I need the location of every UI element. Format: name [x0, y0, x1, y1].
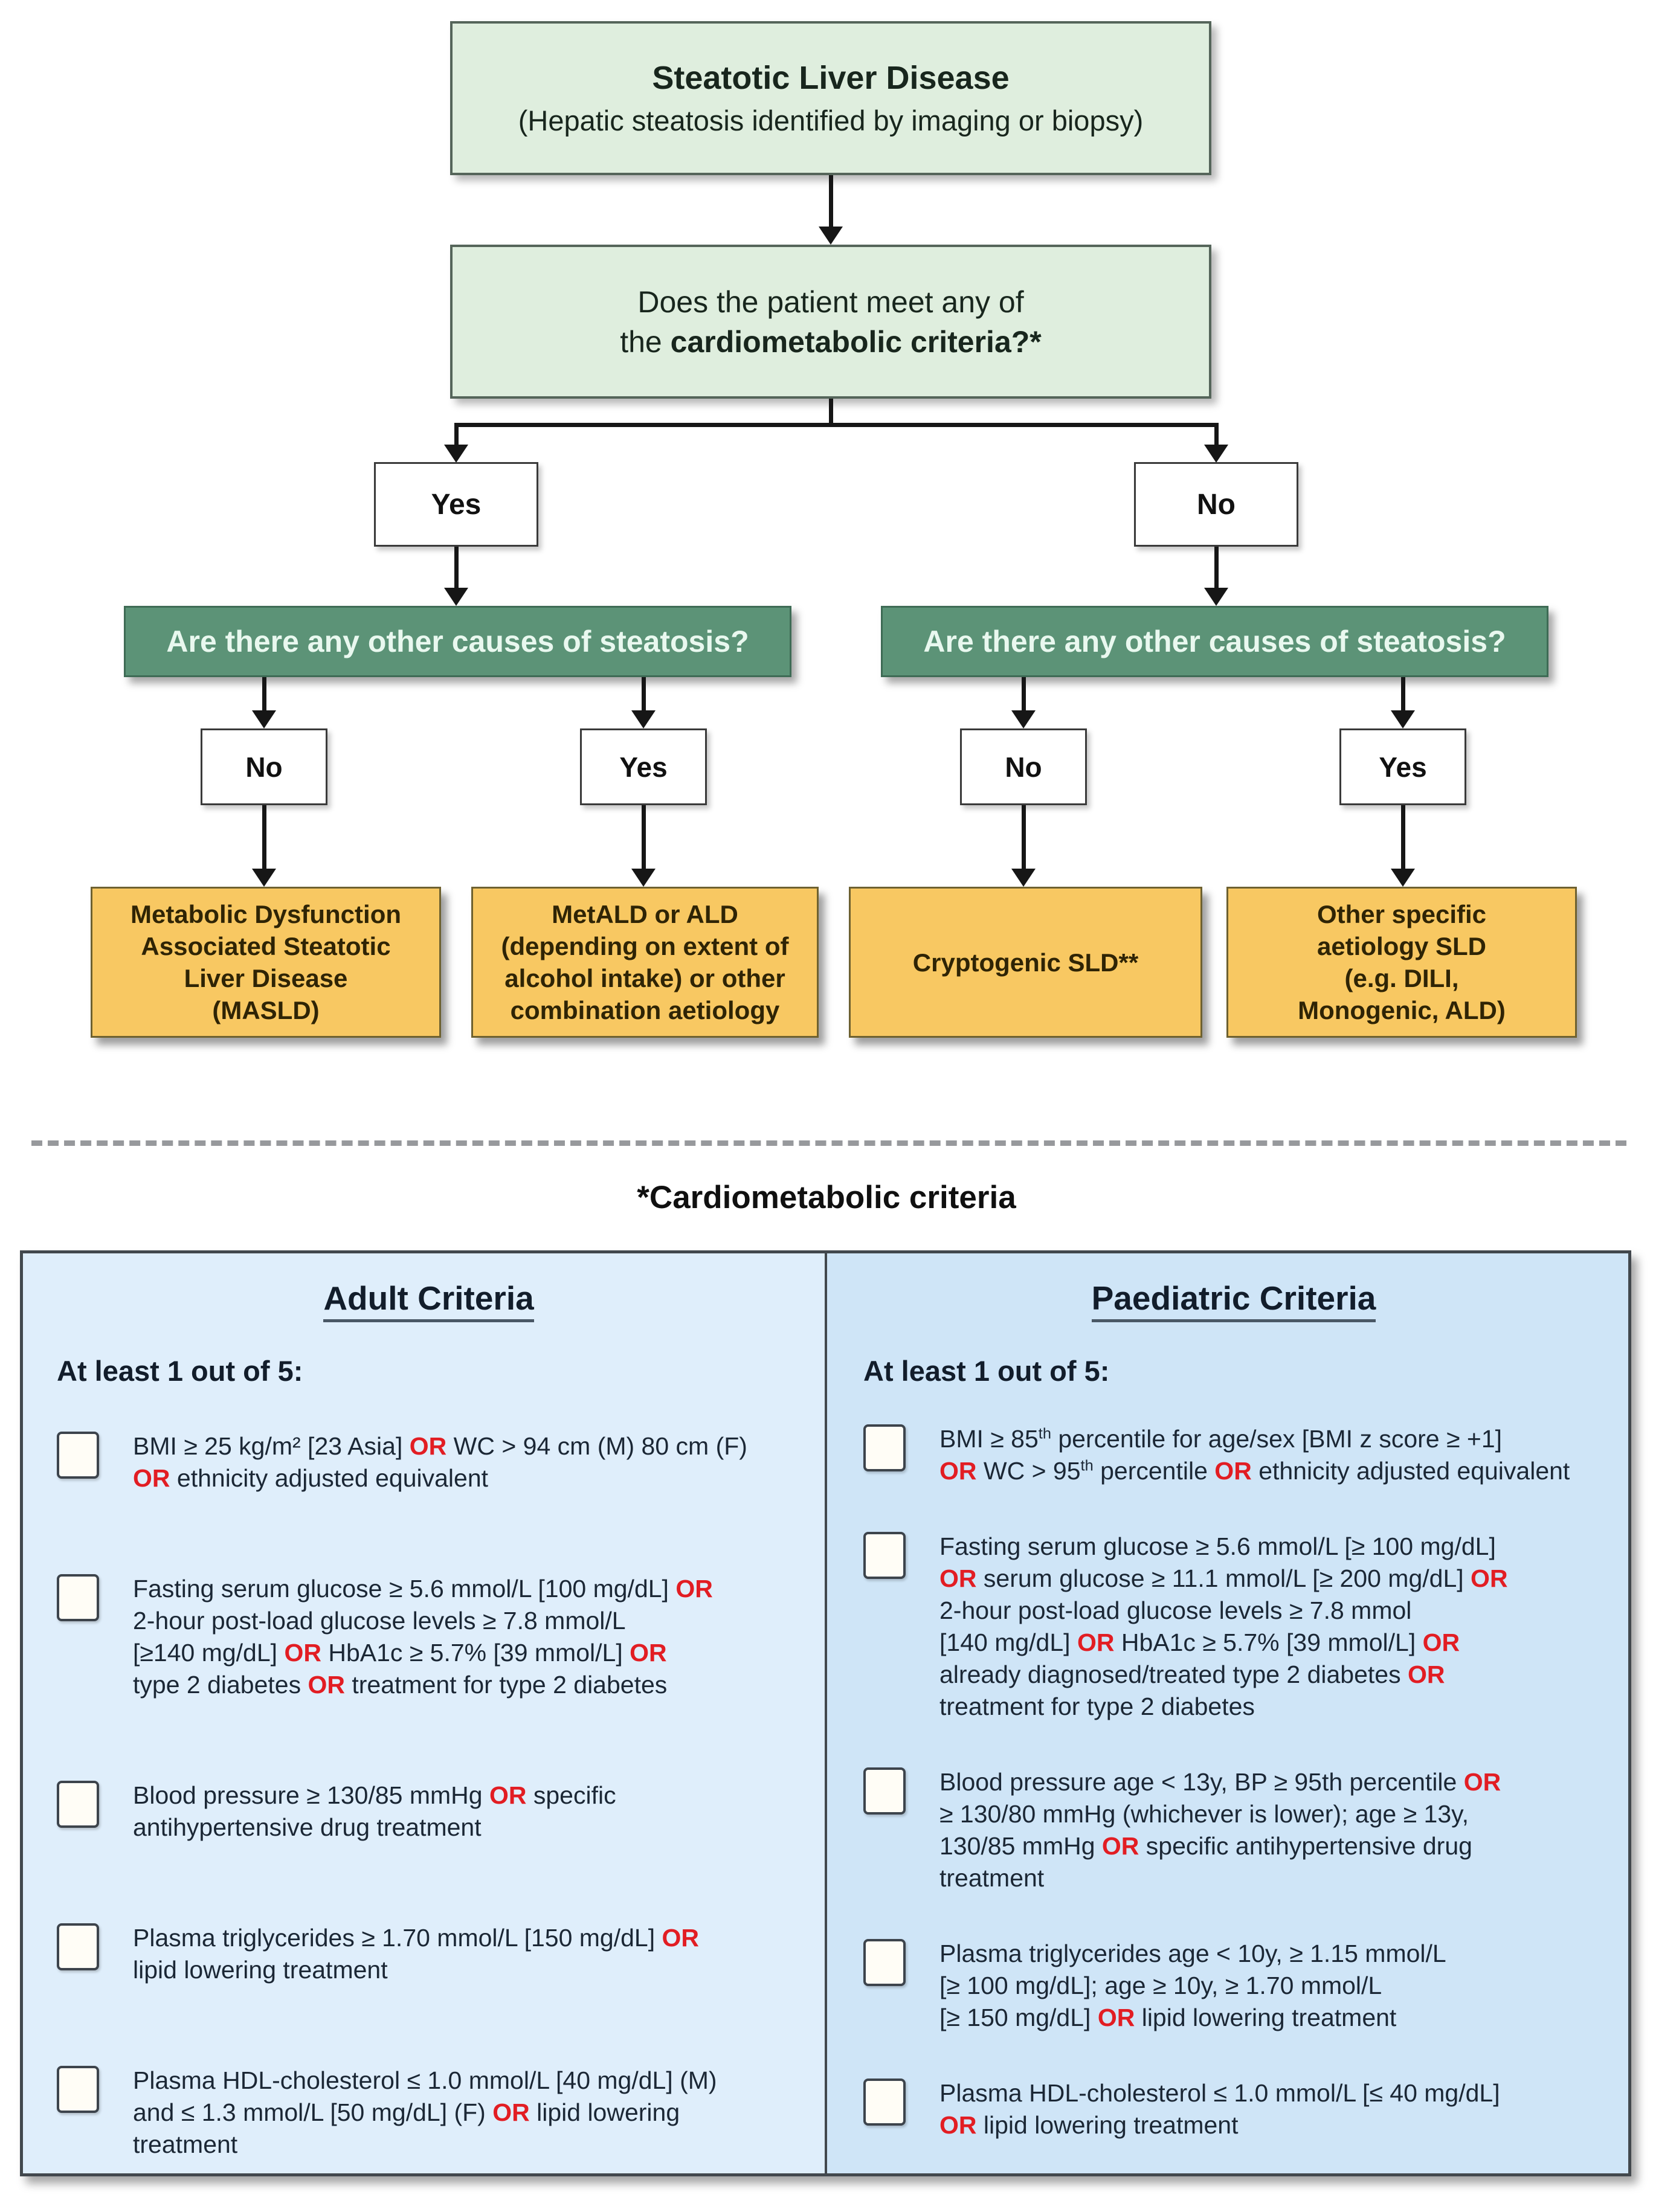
criteria-text: Plasma triglycerides age < 10y, ≥ 1.15 m…: [939, 1940, 1446, 2031]
other-causes-right-label: Are there any other causes of steatosis?: [923, 625, 1506, 658]
criteria-item: Blood pressure ≥ 130/85 mmHg OR specific…: [57, 1780, 801, 1844]
criteria-item: Plasma triglycerides age < 10y, ≥ 1.15 m…: [863, 1938, 1604, 2034]
paediatric-column-title: Paediatric Criteria: [863, 1282, 1604, 1322]
sub-branch-label: No: [1005, 751, 1042, 783]
arrowhead-icon: [819, 227, 843, 245]
cardiometabolic-question-box: Does the patient meet any of the cardiom…: [450, 245, 1211, 399]
arrowhead-icon: [1011, 869, 1036, 887]
criteria-text: Fasting serum glucose ≥ 5.6 mmol/L [100 …: [133, 1575, 713, 1699]
criteria-item: Plasma triglycerides ≥ 1.70 mmol/L [150 …: [57, 1922, 801, 1986]
flow-arrow: [454, 547, 459, 589]
flow-arrow: [1214, 423, 1219, 447]
flow-arrow: [262, 805, 266, 870]
criteria-checkbox[interactable]: [863, 1939, 906, 1986]
cardiometabolic-criteria-table: Adult Criteria At least 1 out of 5: BMI …: [20, 1250, 1631, 2176]
criteria-text: Plasma HDL-cholesterol ≤ 1.0 mmol/L [40 …: [133, 2066, 717, 2158]
branch-no-box: No: [1134, 462, 1298, 547]
adult-column-title: Adult Criteria: [57, 1282, 801, 1322]
branch-yes-label: Yes: [431, 488, 482, 521]
flow-arrow: [642, 677, 646, 712]
criteria-text: Plasma HDL-cholesterol ≤ 1.0 mmol/L [≤ 4…: [939, 2079, 1500, 2139]
branch-connector: [829, 399, 833, 425]
adult-criteria-column: Adult Criteria At least 1 out of 5: BMI …: [23, 1253, 825, 2173]
criteria-item: Plasma HDL-cholesterol ≤ 1.0 mmol/L [40 …: [57, 2065, 801, 2161]
flow-arrow: [1401, 677, 1405, 712]
criteria-checkbox[interactable]: [863, 2079, 906, 2126]
arrowhead-icon: [1011, 710, 1036, 728]
sld-root-box: Steatotic Liver Disease (Hepatic steatos…: [450, 21, 1211, 175]
paediatric-criteria-column: Paediatric Criteria At least 1 out of 5:…: [825, 1253, 1628, 2173]
flow-arrow: [1022, 805, 1026, 870]
arrowhead-icon: [444, 445, 468, 463]
criteria-item: Plasma HDL-cholesterol ≤ 1.0 mmol/L [≤ 4…: [863, 2077, 1604, 2141]
sld-root-subtitle: (Hepatic steatosis identified by imaging…: [518, 104, 1144, 137]
criteria-text: Blood pressure age < 13y, BP ≥ 95th perc…: [939, 1768, 1501, 1892]
outcome-cryptogenic-box: Cryptogenic SLD**: [849, 887, 1202, 1038]
question-line2: the cardiometabolic criteria?*: [620, 324, 1042, 359]
criteria-checkbox[interactable]: [863, 1424, 906, 1471]
criteria-text: Plasma triglycerides ≥ 1.70 mmol/L [150 …: [133, 1924, 700, 1984]
arrowhead-icon: [444, 588, 468, 606]
criteria-item: Fasting serum glucose ≥ 5.6 mmol/L [100 …: [57, 1573, 801, 1701]
criteria-text: Fasting serum glucose ≥ 5.6 mmol/L [≥ 10…: [939, 1532, 1508, 1720]
section-divider: [31, 1140, 1626, 1146]
arrowhead-icon: [631, 869, 656, 887]
criteria-checkbox[interactable]: [57, 1923, 99, 1970]
branch-connector: [456, 423, 1218, 427]
flow-arrow: [1401, 805, 1405, 870]
branch-no-label: No: [1197, 488, 1236, 521]
sub-branch-label: No: [245, 751, 283, 783]
flow-arrow: [1214, 547, 1219, 589]
other-causes-right-box: Are there any other causes of steatosis?: [881, 606, 1548, 677]
paediatric-at-least-label: At least 1 out of 5:: [863, 1355, 1110, 1387]
sub-branch-yes-right-box: Yes: [1339, 728, 1466, 805]
sub-branch-no-right-box: No: [960, 728, 1087, 805]
arrowhead-icon: [1204, 588, 1228, 606]
sld-root-title: Steatotic Liver Disease: [652, 60, 1010, 96]
arrowhead-icon: [631, 710, 656, 728]
adult-at-least-label: At least 1 out of 5:: [57, 1355, 303, 1387]
flow-arrow: [642, 805, 646, 870]
criteria-text: Blood pressure ≥ 130/85 mmHg OR specific…: [133, 1781, 616, 1841]
arrowhead-icon: [252, 710, 276, 728]
arrowhead-icon: [252, 869, 276, 887]
arrowhead-icon: [1204, 445, 1228, 463]
arrowhead-icon: [1391, 869, 1415, 887]
flow-arrow: [262, 677, 266, 712]
sub-branch-yes-left-box: Yes: [580, 728, 707, 805]
sub-branch-no-left-box: No: [201, 728, 327, 805]
criteria-checkbox[interactable]: [57, 1781, 99, 1828]
criteria-item: BMI ≥ 25 kg/m² [23 Asia] OR WC > 94 cm (…: [57, 1430, 801, 1494]
flow-arrow: [1022, 677, 1026, 712]
criteria-checkbox[interactable]: [57, 1574, 99, 1621]
criteria-checkbox[interactable]: [57, 2066, 99, 2113]
criteria-checkbox[interactable]: [57, 1432, 99, 1479]
branch-yes-box: Yes: [374, 462, 538, 547]
flow-arrow: [829, 175, 833, 228]
sub-branch-label: Yes: [1379, 751, 1427, 783]
arrowhead-icon: [1391, 710, 1415, 728]
criteria-text: BMI ≥ 85th percentile for age/sex [BMI z…: [939, 1425, 1570, 1485]
outcome-cryptogenic-label: Cryptogenic SLD**: [912, 948, 1139, 977]
criteria-heading: *Cardiometabolic criteria: [637, 1180, 1016, 1215]
criteria-item: BMI ≥ 85th percentile for age/sex [BMI z…: [863, 1423, 1604, 1487]
flow-arrow: [454, 423, 459, 447]
criteria-item: Blood pressure age < 13y, BP ≥ 95th perc…: [863, 1766, 1604, 1894]
criteria-item: Fasting serum glucose ≥ 5.6 mmol/L [≥ 10…: [863, 1531, 1604, 1723]
other-causes-left-label: Are there any other causes of steatosis?: [166, 625, 749, 658]
criteria-checkbox[interactable]: [863, 1767, 906, 1815]
sub-branch-label: Yes: [619, 751, 668, 783]
question-line1: Does the patient meet any of: [637, 285, 1024, 319]
criteria-checkbox[interactable]: [863, 1532, 906, 1579]
criteria-text: BMI ≥ 25 kg/m² [23 Asia] OR WC > 94 cm (…: [133, 1432, 747, 1492]
other-causes-left-box: Are there any other causes of steatosis?: [124, 606, 791, 677]
